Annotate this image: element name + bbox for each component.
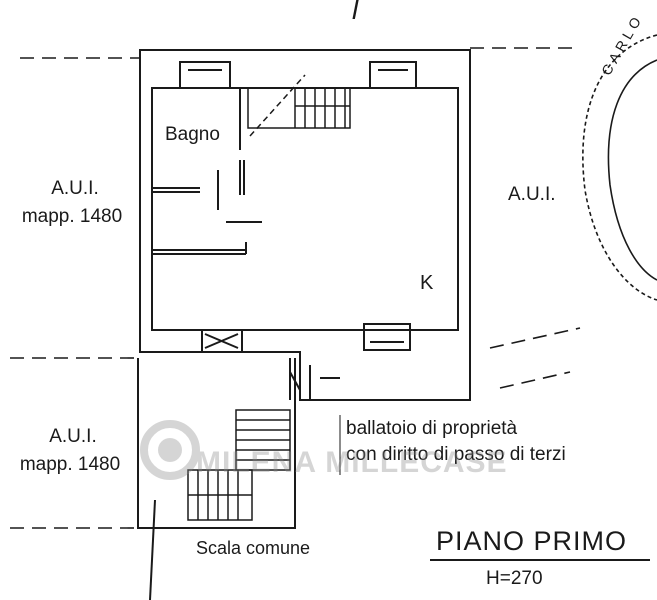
top-mark: l	[352, 0, 359, 25]
lower-annex	[137, 358, 470, 529]
watermark-logo: MILENA MILLECASE	[140, 408, 507, 488]
windows-top	[179, 61, 417, 89]
watermark-circle-icon	[140, 420, 200, 480]
stairs-label: Scala comune	[196, 538, 311, 558]
underlines	[149, 415, 650, 600]
stair-top	[247, 74, 351, 137]
stamp-seal	[582, 34, 657, 301]
bathroom-walls	[152, 88, 262, 255]
boundary-lines	[10, 47, 581, 529]
stair-common	[187, 409, 291, 521]
label-aui-top-left: A.U.I.	[51, 178, 99, 199]
label-mapp-top-left: mapp. 1480	[21, 206, 123, 227]
room-label-bagno: Bagno	[165, 124, 220, 145]
watermark-brand: MILENA MILLECASE	[196, 446, 508, 479]
label-mapp-bottom-left: mapp. 1480	[19, 454, 121, 475]
openings-bottom	[201, 323, 411, 353]
balcony-label-line2: con diritto di passo di terzi	[346, 444, 566, 465]
label-aui-right: A.U.I.	[508, 184, 556, 205]
room-label-kitchen: K	[420, 272, 434, 294]
label-aui-bottom-left: A.U.I.	[49, 426, 97, 447]
balcony-label-line1: ballatoio di proprietà	[346, 418, 518, 439]
floor-height: H=270	[486, 568, 543, 589]
floor-title: PIANO PRIMO	[436, 526, 628, 556]
